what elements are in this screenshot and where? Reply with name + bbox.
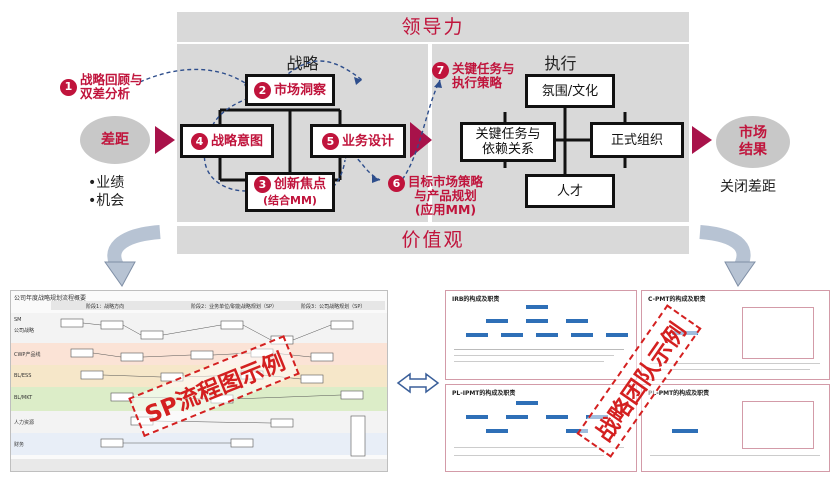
close-gap-label: 关闭差距 — [720, 179, 776, 195]
sp-flow-stage-2: 阶段2：业务单位/职能战略规划（SP） — [191, 304, 278, 310]
innovation-focus-label: 创新焦点 — [273, 177, 326, 192]
business-design-label: 业务设计 — [341, 133, 394, 149]
arrow-gap-to-strategy — [155, 126, 175, 154]
team-panel-plpmt: PL-PMT的构成及职责 — [641, 384, 830, 472]
step-1-text: 战略回顾与 双差分析 — [80, 72, 143, 101]
curved-arrow-right-head — [724, 261, 756, 287]
team-panel-irb: IRB的构成及职责 — [445, 290, 637, 380]
leadership-label: 领导力 — [401, 16, 465, 38]
team-panel-cpmt-title: C-PMT的构成及职责 — [648, 296, 706, 303]
step-6-badge: 6 — [388, 175, 405, 192]
key-tasks-box: 关键任务与 依赖关系 — [460, 122, 556, 162]
strategy-title: 战略 — [286, 54, 319, 73]
sp-row-label-2: 公司战略 — [14, 328, 35, 334]
step-1-label: 1 战略回顾与 双差分析 — [60, 73, 143, 101]
talent-label: 人才 — [556, 183, 583, 199]
sp-row-label-4: BL/ESS — [14, 373, 32, 379]
gap-bullet-opportunity: •机会 — [88, 193, 125, 209]
climate-culture-label: 氛围/文化 — [541, 83, 599, 99]
sp-flow-title: 公司年度战略规划流程概要 — [14, 295, 87, 302]
strategic-intent-box: 4 战略意图 — [180, 124, 274, 158]
leadership-band: 领导力 — [177, 12, 689, 42]
step-5-badge: 5 — [321, 132, 339, 150]
arrow-strategy-to-execution — [410, 122, 432, 158]
values-band: 价值观 — [177, 226, 689, 254]
sp-row-label-7: 财务 — [14, 442, 25, 448]
sp-row-label-3: CWP产品线 — [14, 352, 41, 358]
step-7-badge: 7 — [432, 62, 449, 79]
step-6-label: 6 目标市场策略 与产品规划 (应用MM) — [388, 175, 483, 217]
talent-box: 人才 — [525, 174, 615, 208]
sp-flow-stage-1: 阶段1：战略方向 — [86, 304, 125, 310]
formal-org-box: 正式组织 — [590, 122, 684, 158]
step-1-badge: 1 — [60, 78, 77, 96]
execution-title: 执行 — [544, 54, 577, 73]
gap-bullet-performance: •业绩 — [88, 175, 125, 191]
team-panel-plpmt-title: PL-PMT的构成及职责 — [648, 390, 710, 397]
step-3-badge: 3 — [253, 176, 271, 193]
values-label: 价值观 — [401, 229, 465, 251]
formal-org-label: 正式组织 — [610, 132, 663, 148]
step-6-text: 目标市场策略 与产品规划 (应用MM) — [408, 174, 484, 217]
team-panel-irb-title: IRB的构成及职责 — [452, 296, 500, 303]
gap-label: 差距 — [101, 131, 129, 148]
sp-flow-stage-3: 阶段3：公司战略规划（SP） — [301, 304, 366, 310]
innovation-focus-box: 3 创新焦点 (结合MM) — [245, 172, 335, 212]
market-result-ellipse: 市场 结果 — [716, 116, 790, 168]
step-4-badge: 4 — [190, 132, 208, 150]
arrow-execution-to-result — [692, 126, 712, 154]
gap-ellipse: 差距 — [80, 116, 150, 164]
step-7-label: 7 关键任务与 执行策略 — [432, 62, 515, 90]
team-panel-plipmt-title: PL-IPMT的构成及职责 — [452, 390, 516, 397]
sp-row-bg-6 — [11, 433, 387, 455]
climate-culture-box: 氛围/文化 — [525, 74, 615, 108]
double-arrow — [396, 372, 440, 394]
sp-flow-footer — [11, 459, 387, 471]
sp-row-bg-1 — [11, 313, 387, 343]
innovation-focus-note: (结合MM) — [263, 194, 317, 207]
sp-flow-stage-bar — [51, 301, 385, 310]
step-2-badge: 2 — [253, 81, 271, 99]
market-insight-box: 2 市场洞察 — [245, 74, 335, 106]
step-7-text: 关键任务与 执行策略 — [452, 61, 515, 90]
sp-row-label-6: 人力资源 — [14, 420, 35, 426]
sp-row-label-5: BL/MKT — [14, 395, 33, 401]
sp-row-label-1: SM — [14, 317, 22, 323]
key-tasks-label: 关键任务与 依赖关系 — [475, 127, 541, 157]
market-result-label: 市场 结果 — [739, 125, 767, 158]
market-insight-label: 市场洞察 — [273, 82, 326, 98]
curved-arrow-left-head — [104, 261, 136, 287]
strategic-intent-label: 战略意图 — [210, 133, 263, 149]
business-design-box: 5 业务设计 — [310, 124, 406, 158]
